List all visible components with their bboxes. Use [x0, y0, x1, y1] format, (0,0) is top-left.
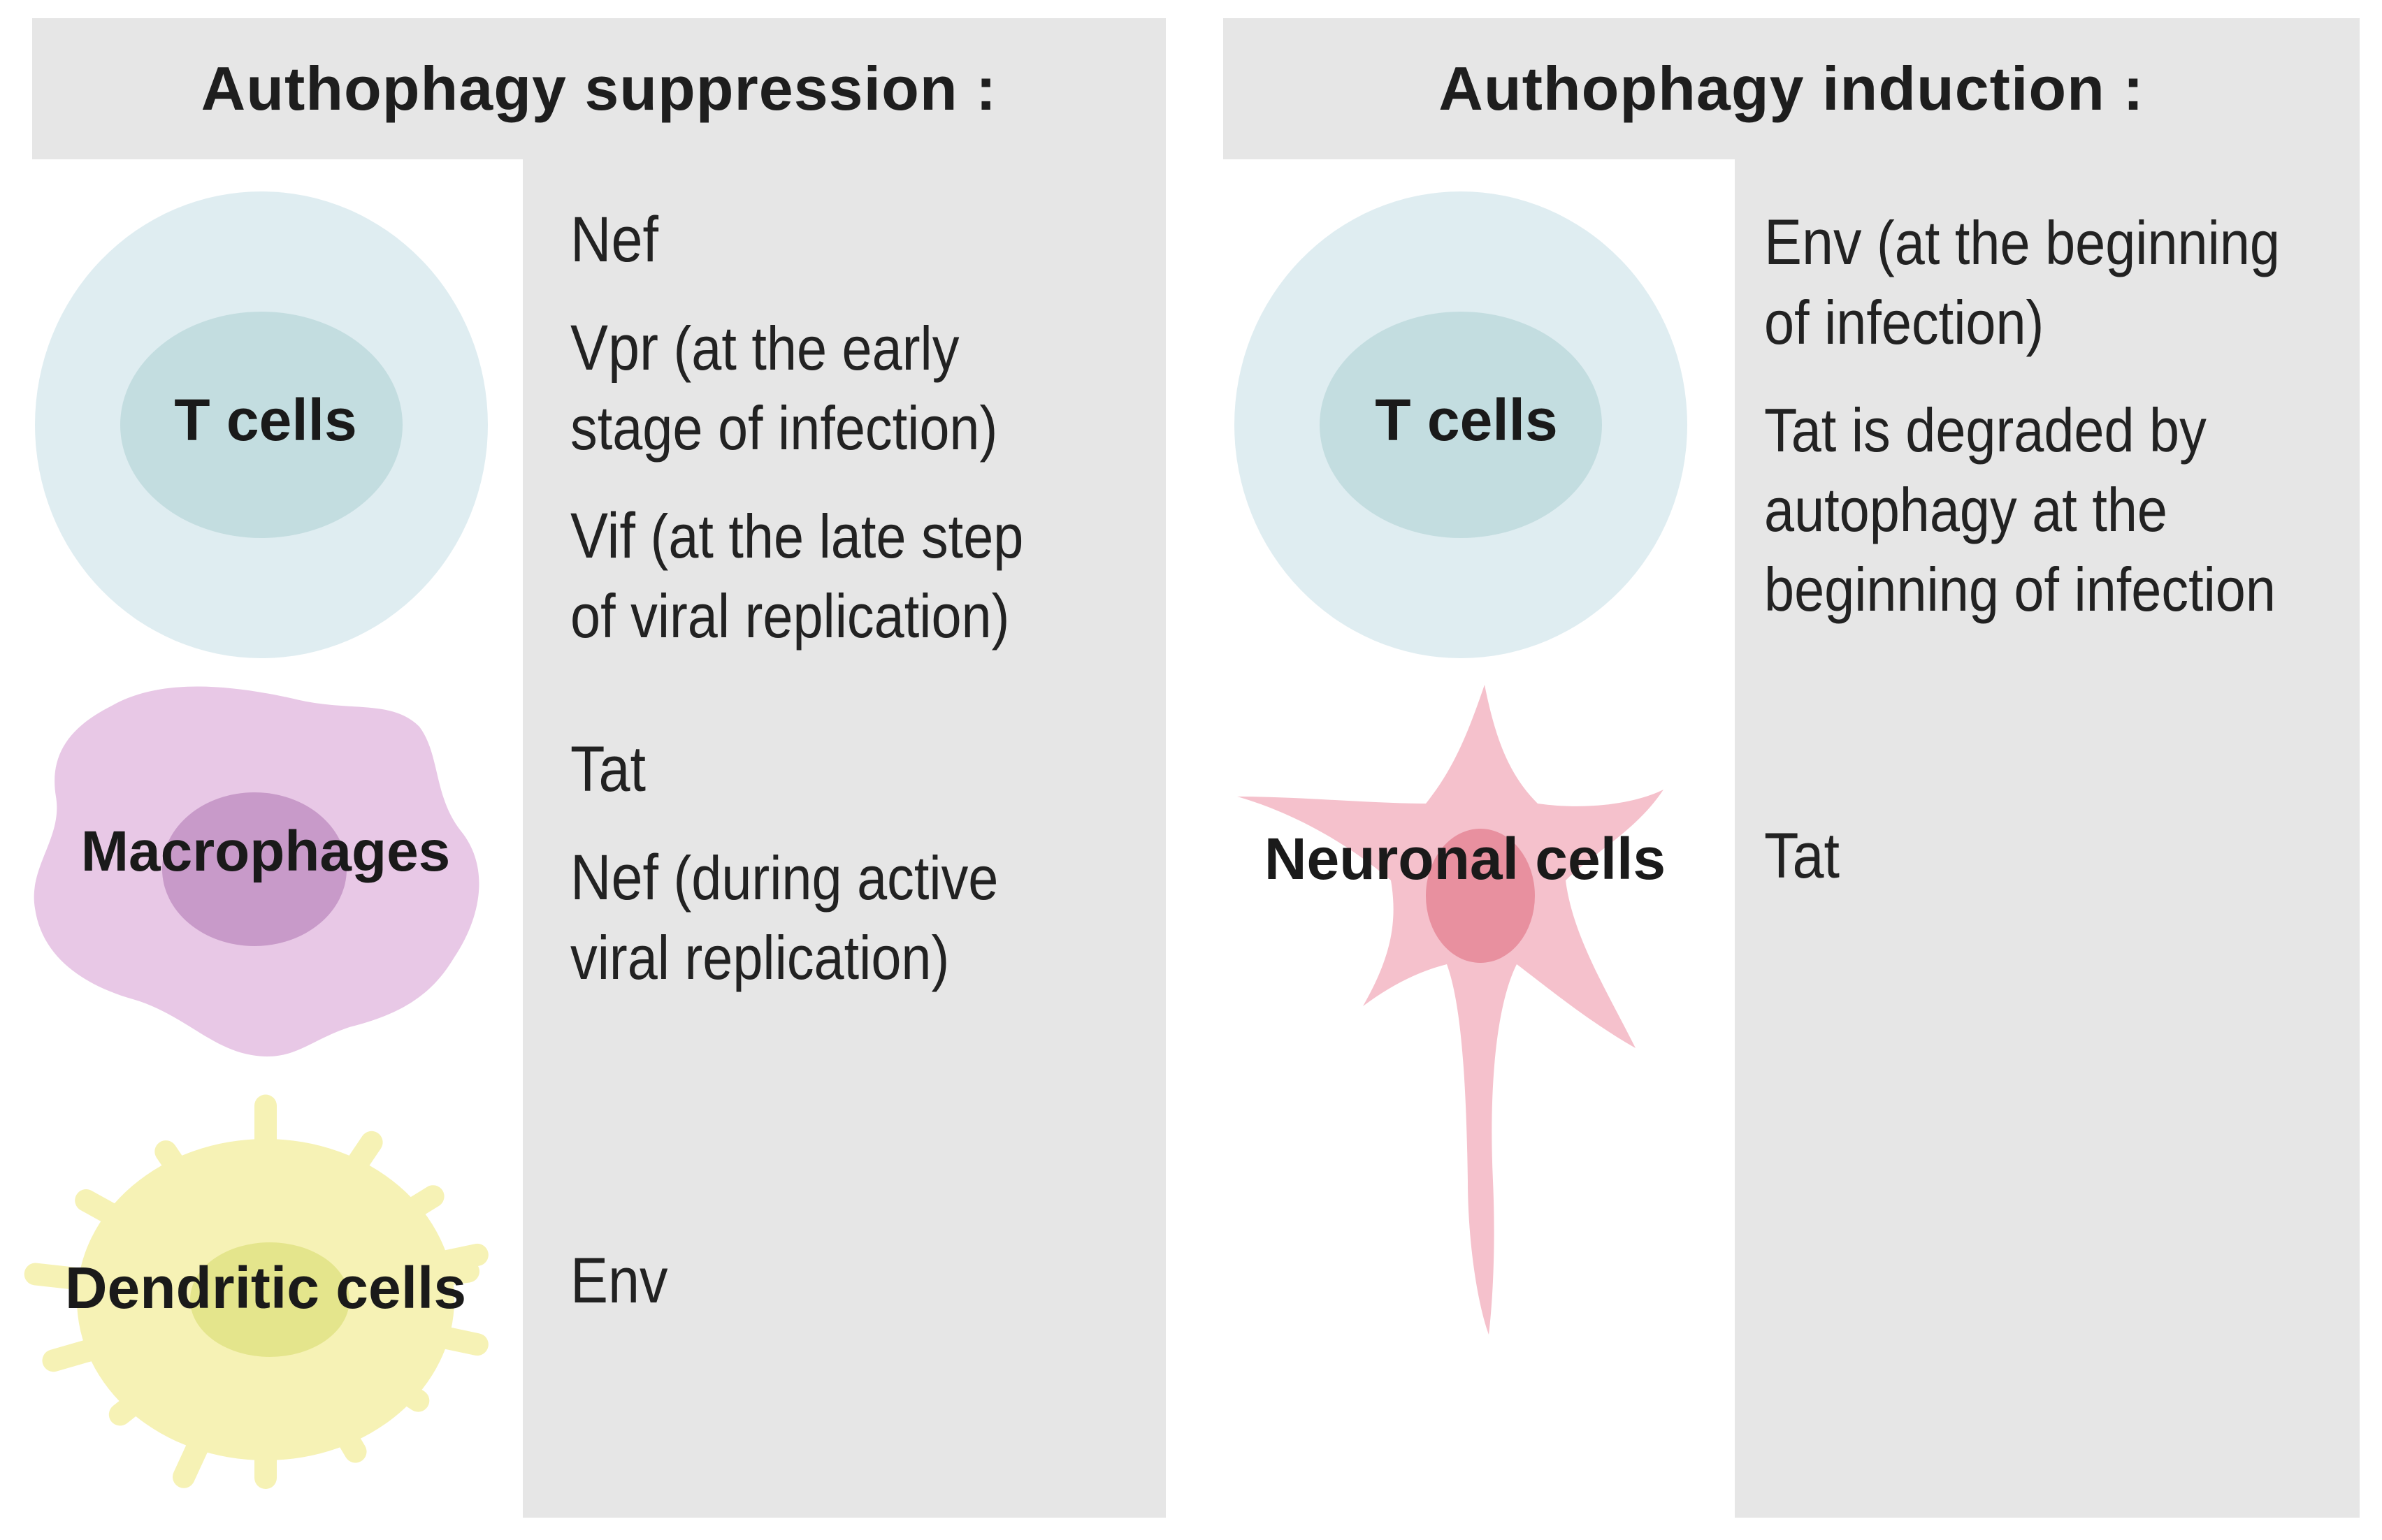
factor-item: Nef [570, 204, 658, 275]
suppression-dendritic-factors: Env [570, 1241, 668, 1321]
suppression-t-cell-factors: Nef Vpr (at the early stage of infection… [570, 200, 1023, 656]
suppression-text-column [523, 158, 1166, 1518]
suppression-header: Authophagy suppression : [32, 18, 1166, 159]
t-cell-illustration-induction: T cells [1234, 191, 1687, 658]
induction-header: Authophagy induction : [1223, 18, 2360, 159]
t-cell-label-induction: T cells [1375, 387, 1557, 453]
factor-item: Vif (at the late step of viral replicati… [570, 500, 1024, 651]
t-cell-illustration: T cells [35, 191, 488, 658]
dendritic-cell-label: Dendritic cells [65, 1255, 466, 1321]
macrophage-label: Macrophages [81, 820, 451, 883]
factor-item: Tat [570, 734, 647, 805]
factor-item: Env [570, 1245, 668, 1316]
neuronal-cell-illustration: Neuronal cells [1237, 685, 1666, 1335]
factor-item: Tat [1764, 820, 1840, 892]
neuronal-cell-label: Neuronal cells [1264, 826, 1666, 892]
suppression-title: Authophagy suppression : [201, 54, 997, 123]
suppression-macrophage-factors: Tat Nef (during active viral replication… [570, 729, 998, 998]
t-cell-label: T cells [174, 387, 356, 453]
induction-neuronal-factors: Tat [1764, 816, 1840, 896]
factor-item: Nef (during active viral replication) [570, 842, 999, 992]
factor-item: Env (at the beginning of infection) [1764, 207, 2280, 357]
induction-t-cell-factors: Env (at the beginning of infection) Tat … [1764, 203, 2280, 630]
factor-item: Vpr (at the early stage of infection) [570, 312, 998, 463]
induction-text-column [1735, 158, 2360, 1518]
factor-item: Tat is degraded by autophagy at the begi… [1764, 395, 2276, 624]
induction-title: Authophagy induction : [1438, 54, 2144, 123]
dendritic-cell-illustration: Dendritic cells [24, 1094, 489, 1489]
macrophage-illustration: Macrophages [34, 686, 479, 1056]
